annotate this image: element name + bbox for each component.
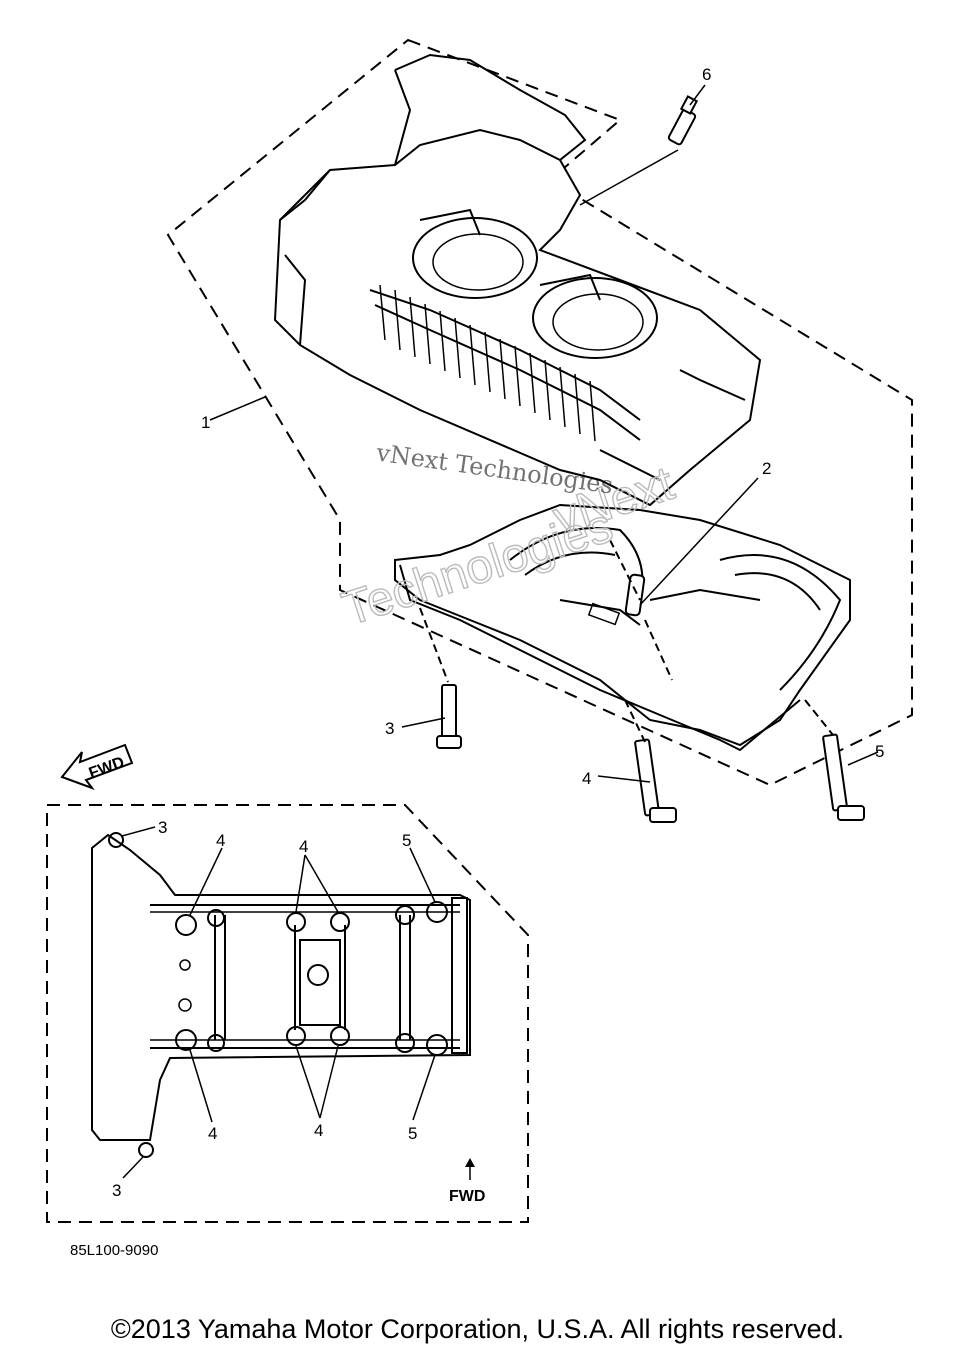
detail-callout-4-top-left: 4 (216, 831, 225, 850)
part-code: 85L100-9090 (70, 1242, 158, 1259)
detail-callout-3-bottom: 3 (112, 1181, 121, 1200)
leader-lines (209, 84, 879, 783)
bolt-3 (436, 684, 462, 749)
bolt-4 (634, 738, 677, 823)
detail-callout-5-bottom: 5 (408, 1124, 417, 1143)
crankcase-lower (394, 503, 851, 752)
callout-2: 2 (762, 459, 771, 478)
detail-callout-4-bottom-center: 4 (314, 1121, 323, 1140)
fwd-arrow: FWD (60, 743, 134, 791)
detail-callout-3-top: 3 (158, 818, 167, 837)
detail-callout-5-top: 5 (402, 831, 411, 850)
assembly-boundary (166, 38, 913, 787)
detail-boundary (46, 804, 529, 1223)
callout-3: 3 (385, 719, 394, 738)
hose-nipple (667, 95, 699, 146)
dowel-pin (624, 573, 646, 617)
callout-1: 1 (201, 413, 210, 432)
exploded-parts-diagram: 1 2 3 4 5 6 FWD (46, 38, 913, 1259)
crankcase-upper (273, 53, 762, 507)
bolt-layout-detail (91, 832, 471, 1158)
callout-5: 5 (875, 742, 884, 761)
detail-fwd-label: FWD (449, 1188, 485, 1205)
detail-callout-4-bottom-left: 4 (208, 1124, 217, 1143)
bolt-5 (822, 733, 865, 821)
callout-6: 6 (702, 65, 711, 84)
copyright-notice: ©2013 Yamaha Motor Corporation, U.S.A. A… (110, 1314, 845, 1344)
detail-leader-lines (121, 826, 475, 1180)
callout-4: 4 (582, 769, 591, 788)
detail-callout-4-top-center: 4 (299, 837, 308, 856)
